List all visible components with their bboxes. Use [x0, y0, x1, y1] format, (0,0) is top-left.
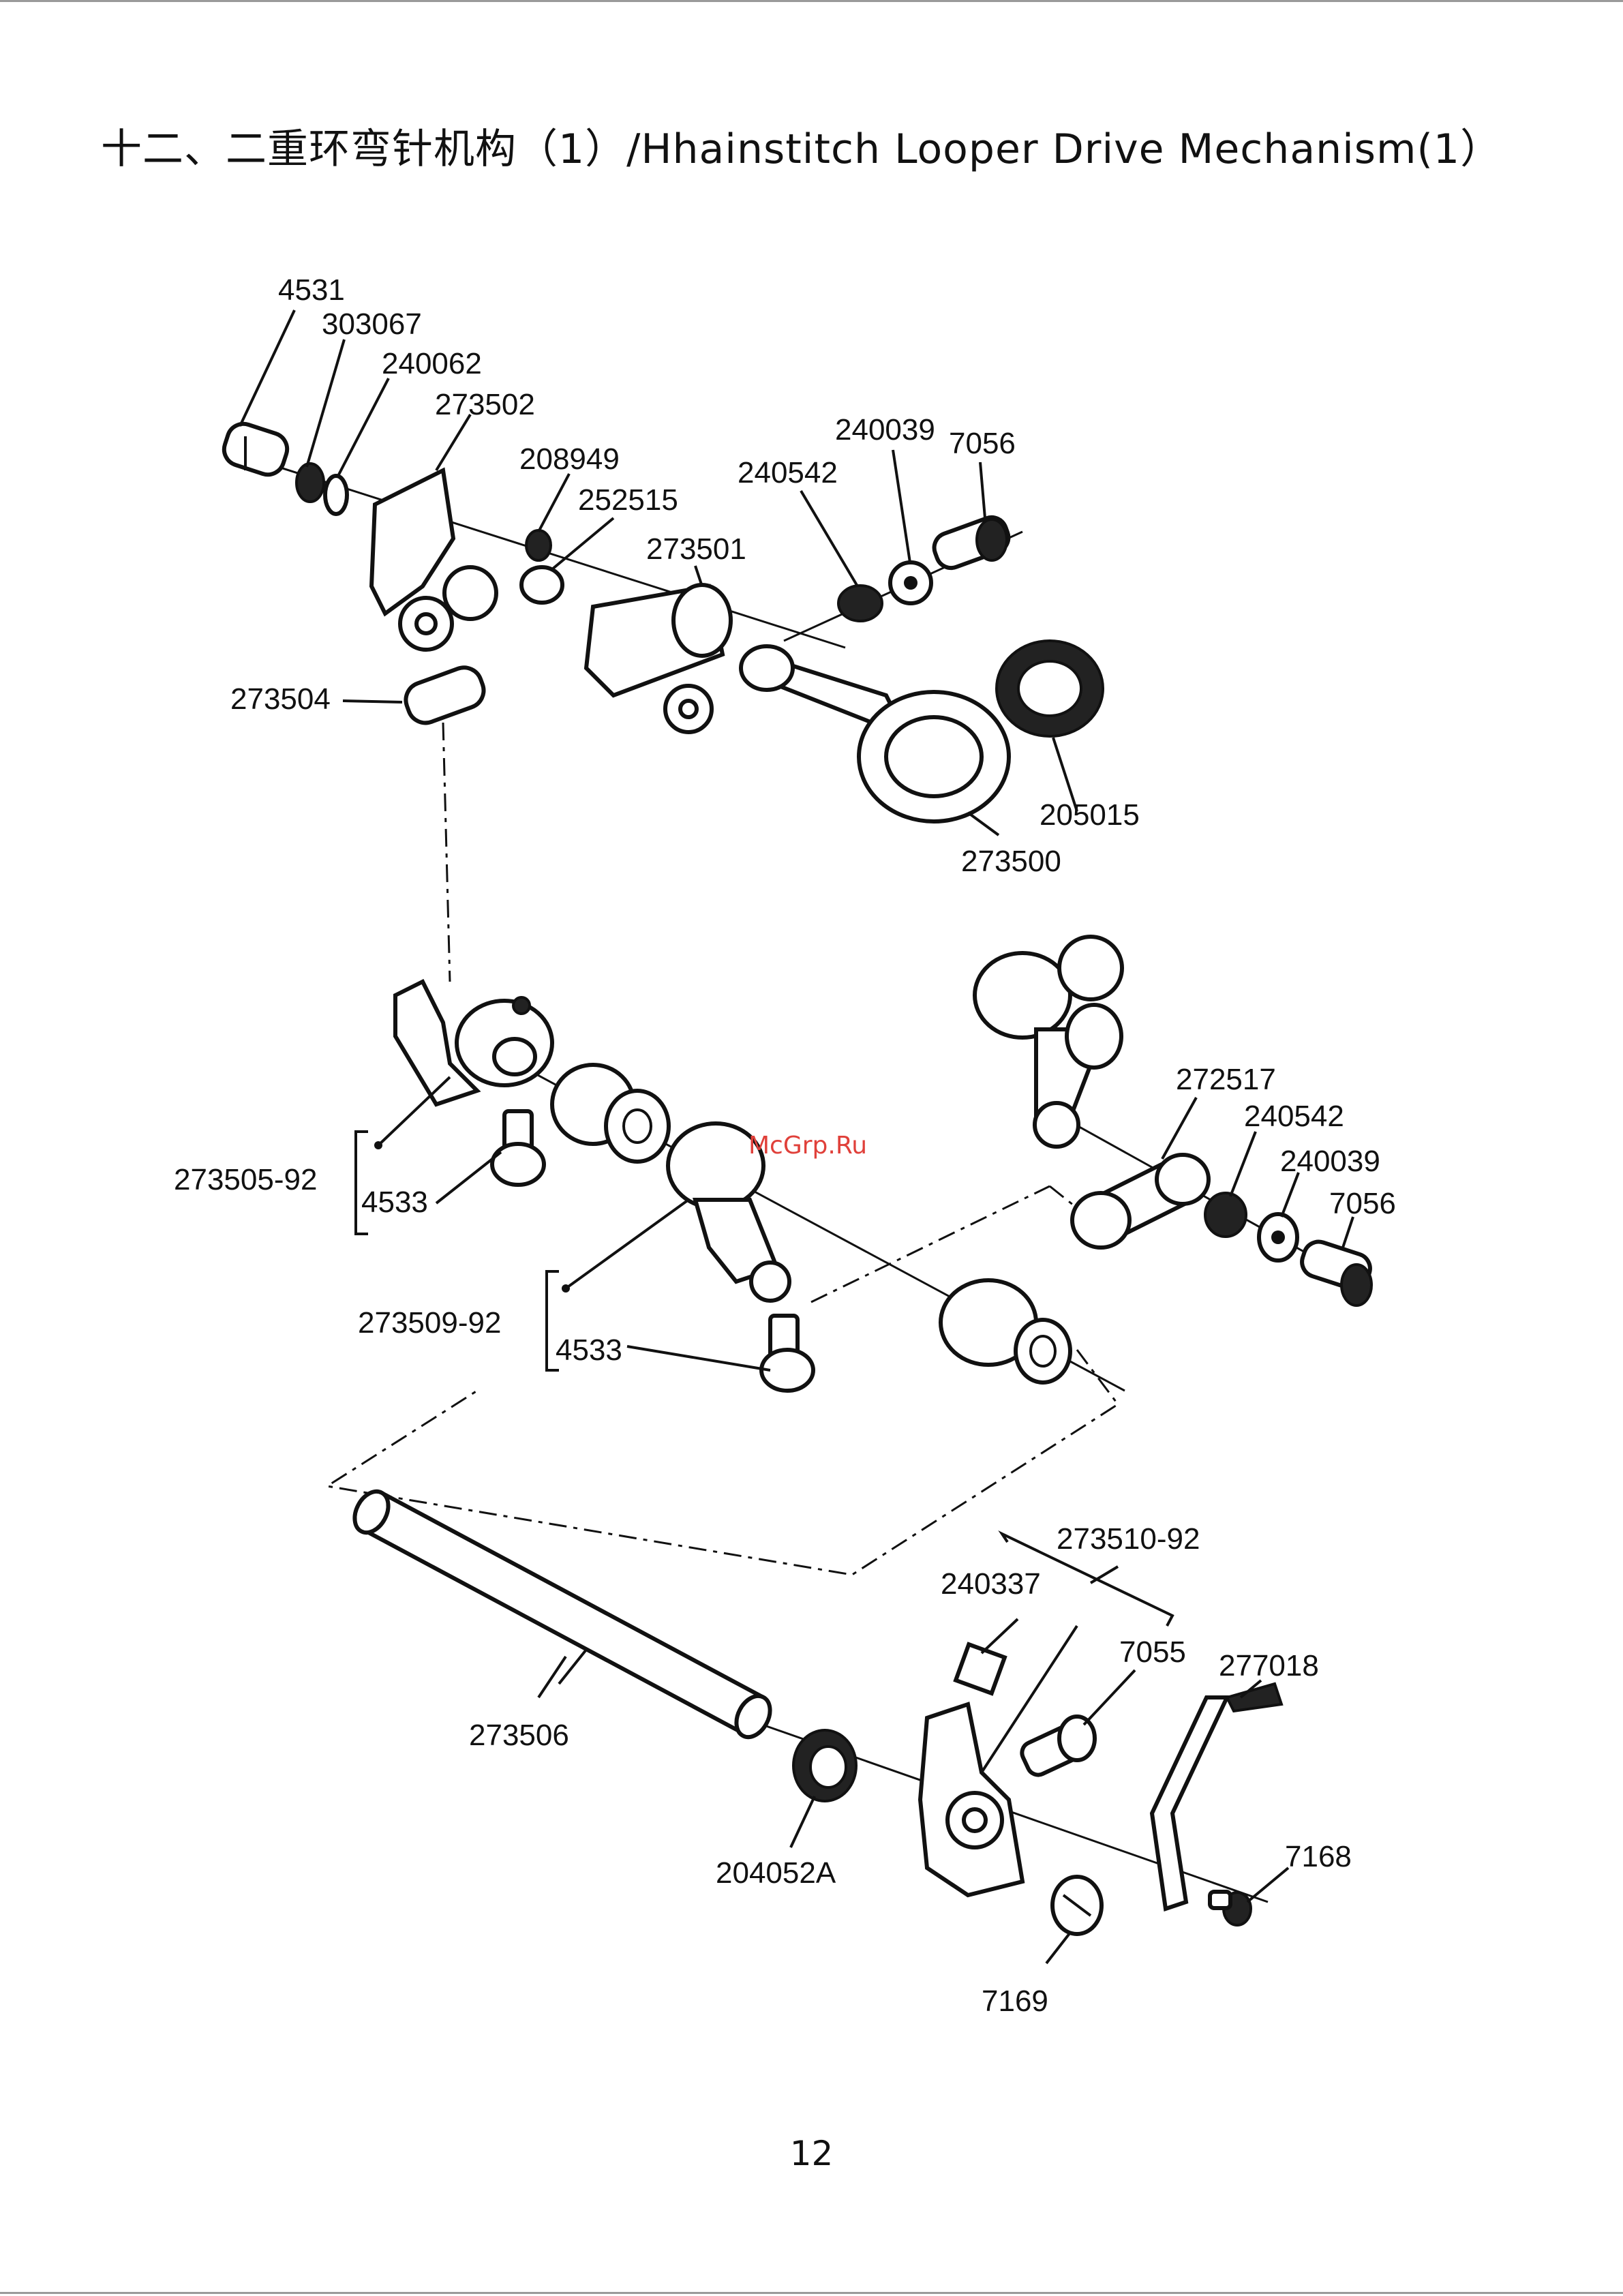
label-277018: 277018 [1219, 1649, 1319, 1682]
part-273506-shaft [348, 1485, 777, 1742]
label-7056-right: 7056 [1329, 1187, 1396, 1220]
part-240337-square-nut [956, 1644, 1005, 1693]
label-273510-92: 273510-92 [1057, 1522, 1200, 1556]
label-205015: 205015 [1040, 798, 1140, 832]
page-number: 12 [0, 2134, 1623, 2173]
part-7168-screw [1210, 1892, 1251, 1925]
right-upper-crank [975, 937, 1122, 1147]
label-7055: 7055 [1119, 1635, 1186, 1669]
label-208949: 208949 [519, 442, 620, 476]
label-273504: 273504 [230, 682, 331, 716]
part-208949-setscrew [526, 530, 551, 560]
part-7055-screw [1018, 1717, 1095, 1779]
label-7056-top: 7056 [949, 427, 1016, 460]
label-4533-a: 4533 [361, 1185, 428, 1219]
part-7056-screw-top [930, 513, 1012, 572]
label-303067: 303067 [322, 307, 422, 341]
part-205015-bearing [997, 641, 1103, 736]
label-252515: 252515 [578, 483, 678, 517]
part-240039-hole-right [1271, 1230, 1285, 1244]
top-assembly [220, 310, 1103, 835]
label-204052A: 204052A [716, 1856, 836, 1890]
label-273509-92: 273509-92 [358, 1306, 501, 1340]
part-272517-link [1072, 1155, 1209, 1248]
label-273500: 273500 [961, 845, 1061, 878]
label-4531: 4531 [278, 273, 345, 307]
middle-collar [552, 1065, 669, 1162]
part-204052A-seal [793, 1730, 856, 1801]
part-273505-92-crank [395, 982, 552, 1104]
label-240337: 240337 [941, 1567, 1041, 1601]
part-4533-screw-a [492, 1111, 544, 1185]
label-240542-top: 240542 [738, 456, 838, 489]
label-273502: 273502 [435, 388, 535, 421]
label-240062: 240062 [382, 347, 482, 380]
part-273501-crank [586, 585, 731, 732]
middle-assembly [356, 937, 1374, 1391]
part-7056-screw-right [1298, 1238, 1374, 1305]
label-7169: 7169 [982, 1984, 1048, 2018]
part-240542-nut-right [1205, 1193, 1246, 1237]
part-273500-connecting-rod [741, 646, 1009, 821]
label-240039-right: 240039 [1280, 1145, 1380, 1178]
label-273506: 273506 [469, 1719, 569, 1752]
label-4533-b: 4533 [556, 1333, 622, 1367]
part-4531-screw [220, 420, 292, 479]
label-273505-92: 273505-92 [174, 1163, 317, 1196]
part-252515-collar [521, 567, 562, 603]
middle-lower-collar [941, 1280, 1070, 1383]
label-272517: 272517 [1176, 1063, 1276, 1096]
part-277018-spring-plate [1152, 1684, 1281, 1909]
label-240039-top: 240039 [835, 413, 935, 447]
part-273502-bracket [371, 470, 496, 650]
part-240039-hole-top [904, 576, 917, 590]
part-303067-washer [297, 464, 324, 502]
watermark: McGrp.Ru [748, 1132, 867, 1160]
label-7168: 7168 [1285, 1840, 1352, 1873]
part-240062-washer [325, 476, 347, 514]
part-240542-nut-top [838, 586, 882, 621]
label-240542-right: 240542 [1244, 1100, 1344, 1133]
label-273501: 273501 [646, 532, 746, 566]
part-4533-screw-b [761, 1316, 813, 1391]
part-273504-pin [401, 663, 489, 728]
part-7169-screw [1052, 1877, 1102, 1934]
